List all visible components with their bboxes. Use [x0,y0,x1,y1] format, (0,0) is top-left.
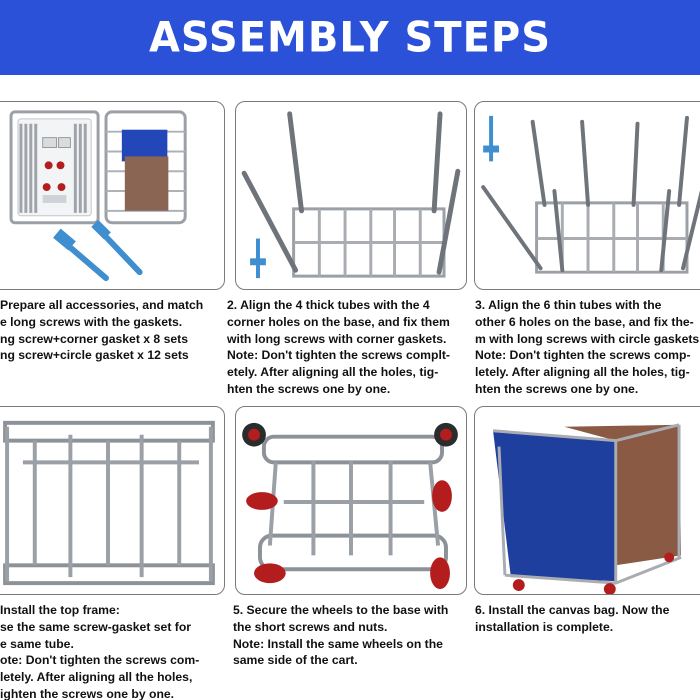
step-5-line-3: Note: Install the same wheels on the [233,636,443,651]
step-4-line-4: ote: Don't tighten the screws com- [0,653,200,668]
step-5-line-4: same side of the cart. [233,653,358,668]
header-banner: ASSEMBLY STEPS [0,0,700,75]
step-5-line-1: 5. Secure the wheels to the base with [233,603,449,617]
step-4-line-5: letely. After aligning all the holes, [0,670,193,685]
step-6-line-2: installation is complete. [475,619,614,634]
thin-tubes-illustration [481,115,700,274]
step-5-image [235,406,467,595]
step-1-line-2: e long screws with the gaskets. [0,314,183,329]
step-1-line-4: ng screw+circle gasket x 12 sets [0,348,189,363]
step-4-line-2: se the same screw-gasket set for [0,619,192,634]
step-2-line-6: hten the screws one by one. [227,381,391,396]
step-6-caption: 6. Install the canvas bag. Now the insta… [475,602,700,636]
step-5-caption: 5. Secure the wheels to the base with th… [233,602,473,669]
step-1-line-1: Prepare all accessories, and match [0,298,204,312]
step-3-image [474,101,700,290]
step-4-caption: Install the top frame: se the same screw… [0,602,230,700]
step-3-line-2: other 6 holes on the base, and fix the- [475,314,694,329]
top-frame-illustration [3,420,215,586]
wheel-group [242,422,458,590]
step-1-caption: Prepare all accessories, and match e lon… [0,297,230,364]
step-1-image [0,101,225,290]
step-3-line-1: 3. Align the 6 thin tubes with the [475,298,662,312]
step-3-line-3: m with long screws with circle gaskets [475,331,700,346]
step-3-line-6: hten the screws one by one. [475,381,639,396]
finished-cart-illustration [492,423,682,594]
step-2-line-4: Note: Don't tighten the screws complt- [227,348,450,363]
step-3-line-4: Note: Don't tighten the screws comp- [475,348,691,363]
step-3-caption: 3. Align the 6 thin tubes with the other… [475,297,700,398]
step-1-line-3: ng screw+corner gasket x 8 sets [0,331,188,346]
step-3-line-5: letely. After aligning all the holes, ti… [475,365,690,380]
accessories-illustration [9,110,187,282]
step-4-image [0,406,225,595]
step-2-line-2: corner holes on the base, and fix them [227,314,450,329]
step-2-line-3: with long screws with corner gaskets. [227,331,447,346]
step-6-line-1: 6. Install the canvas bag. Now the [475,603,670,617]
step-2-line-1: 2. Align the 4 thick tubes with the 4 [227,298,430,312]
step-5-line-2: the short screws and nuts. [233,619,388,634]
thick-tubes-illustration [241,111,461,279]
wheels-illustration [242,422,458,590]
step-2-image [235,101,467,290]
page-title: ASSEMBLY STEPS [148,13,552,62]
step-4-line-6: ighten the screws one by one. [0,686,175,700]
step-6-image [474,406,700,595]
step-4-line-3: e same tube. [0,636,74,651]
step-4-line-1: Install the top frame: [0,603,120,617]
step-2-caption: 2. Align the 4 thick tubes with the 4 co… [227,297,473,398]
step-2-line-5: etely. After aligning all the holes, tig… [227,365,439,380]
